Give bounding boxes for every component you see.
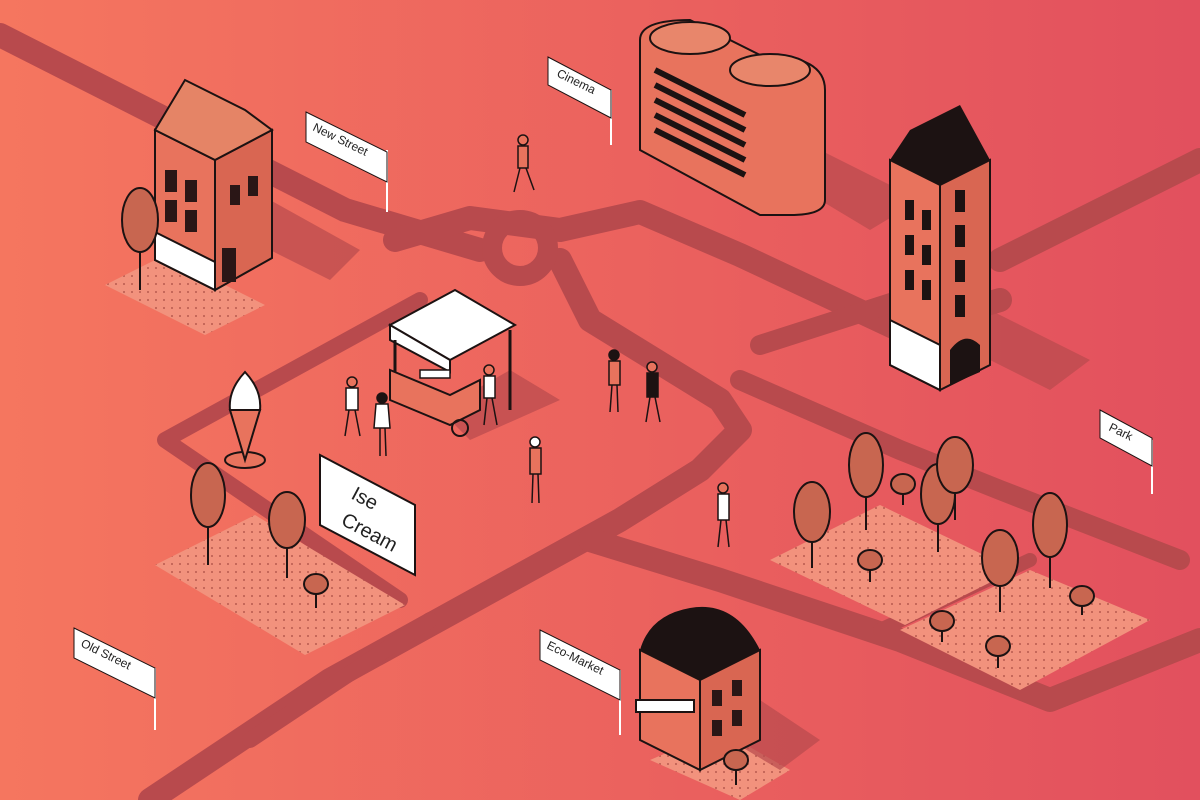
people	[344, 134, 730, 548]
tower-roof	[890, 105, 990, 185]
tree-icon	[890, 473, 916, 505]
tree-icon	[723, 749, 749, 785]
house-window	[165, 200, 177, 222]
road-lower-left	[242, 612, 438, 748]
road-upper-right	[988, 148, 1200, 272]
eco-market-building[interactable]	[635, 606, 761, 772]
patch-house	[105, 255, 265, 335]
house-new-street[interactable]	[153, 78, 274, 292]
house-window	[248, 176, 258, 196]
tower-ground-floor	[889, 318, 941, 392]
tree-icon	[1032, 492, 1068, 588]
signpost-icon	[73, 627, 156, 699]
house-roof	[153, 78, 274, 162]
ice-cream-sign-board	[319, 453, 416, 577]
road-left-block	[157, 292, 428, 608]
house-window	[165, 170, 177, 192]
tower-building[interactable]	[889, 105, 991, 392]
tower-windows	[905, 190, 965, 317]
tree-icon	[190, 462, 226, 565]
person-icon	[529, 436, 542, 504]
market-windows	[712, 680, 742, 736]
person-icon	[344, 376, 361, 437]
signpost-icon	[305, 111, 388, 183]
cinema-roof-disc	[729, 53, 811, 87]
person-icon	[373, 392, 391, 457]
tree-icon	[1069, 585, 1095, 615]
house-window	[185, 180, 197, 202]
cart-wheel	[451, 419, 469, 437]
signpost-icon	[547, 56, 612, 119]
market-awning	[635, 699, 695, 713]
house-ground-floor	[154, 230, 216, 292]
signpost-icon	[539, 629, 621, 701]
patch-left-park	[155, 515, 405, 655]
cart-body	[389, 368, 481, 427]
signpost-icon	[1099, 409, 1153, 467]
tree-icon	[848, 432, 884, 530]
tree-icon	[793, 481, 831, 568]
patch-park-right	[770, 505, 1015, 625]
tree-icon	[857, 549, 883, 582]
house-window	[230, 185, 240, 205]
cinema-building[interactable]	[639, 18, 826, 216]
cinema-stripes	[653, 67, 747, 178]
ice-cream-sign[interactable]: Ise Cream	[319, 453, 416, 577]
house-door	[222, 248, 236, 282]
road-upper-diag	[750, 290, 910, 355]
roundabout	[482, 210, 558, 286]
person-icon	[645, 361, 661, 423]
tree-icon	[303, 573, 329, 608]
tree-icon	[929, 610, 955, 642]
food-cart[interactable]	[387, 288, 518, 437]
person-icon	[513, 134, 535, 193]
cinema-roof-disc	[649, 21, 731, 55]
cart-tray	[419, 369, 451, 379]
person-icon	[608, 349, 621, 413]
tree-icon	[121, 187, 159, 290]
statue-scoop	[228, 370, 262, 411]
tree-icon	[268, 491, 306, 578]
market-roof	[640, 606, 760, 680]
tree-icon	[981, 529, 1019, 612]
signpost-park[interactable]: Park	[1099, 409, 1153, 494]
person-icon	[483, 364, 498, 426]
house-window	[185, 210, 197, 232]
road-right-lower	[578, 528, 1200, 712]
tree-icon	[985, 635, 1011, 668]
person-icon	[717, 482, 730, 548]
trees	[121, 187, 1095, 785]
ice-cream-statue[interactable]	[224, 370, 266, 469]
tree-icon	[936, 436, 974, 520]
tower-arch-door	[950, 338, 980, 385]
